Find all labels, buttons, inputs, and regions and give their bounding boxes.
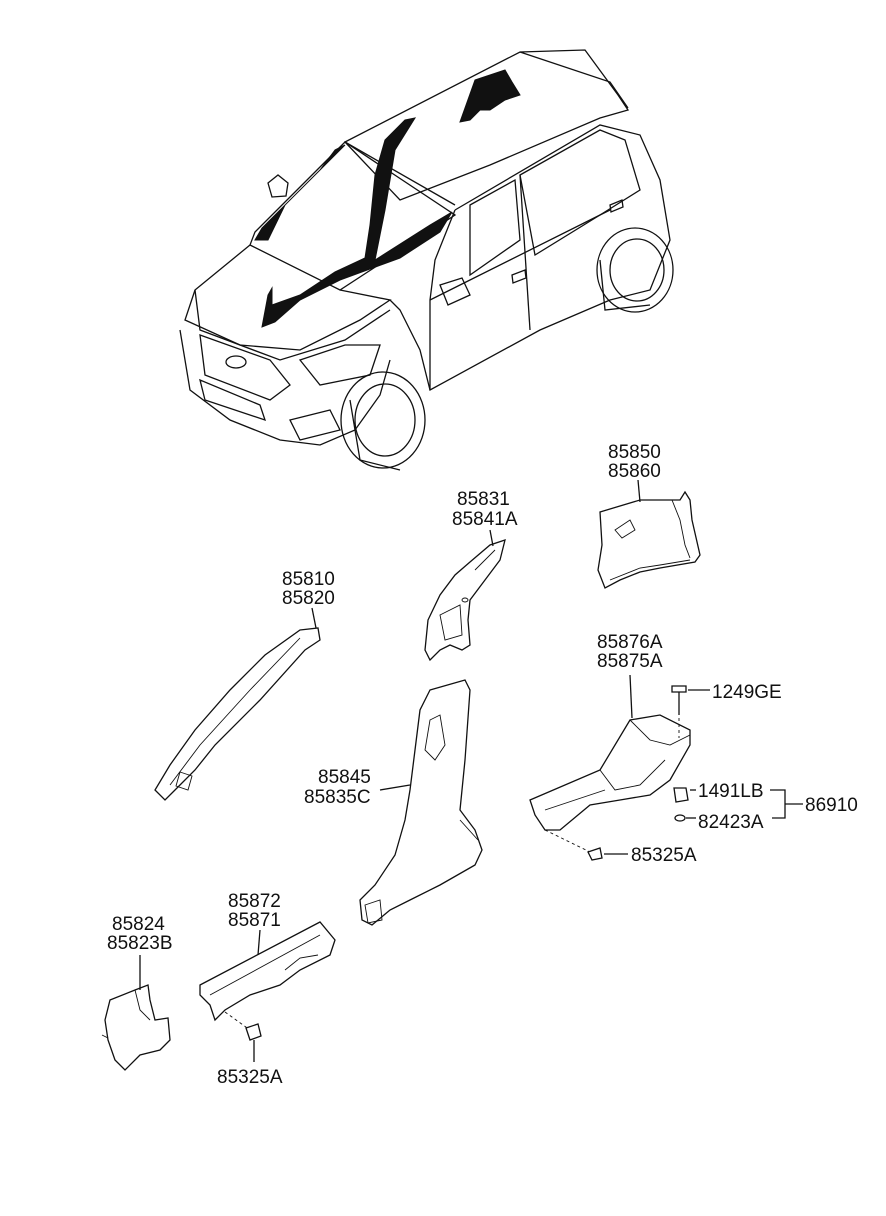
part-85824 [101, 955, 171, 1071]
label-85810: 85810 [282, 569, 335, 590]
label-85835C: 85835C [304, 787, 371, 808]
clip-85325A-right [587, 847, 628, 861]
label-85872: 85872 [228, 891, 281, 912]
part-85872 [199, 921, 336, 1031]
label-85860: 85860 [608, 461, 661, 482]
car-illustration [179, 49, 674, 471]
label-1491LB: 1491LB [698, 781, 764, 802]
label-85325A-left: 85325A [217, 1067, 283, 1088]
label-85845: 85845 [318, 767, 371, 788]
part-85845 [359, 679, 483, 926]
part-labels: 85850 85860 85831 85841A 85810 85820 858… [107, 442, 858, 1088]
label-86910: 86910 [805, 795, 858, 816]
label-85850: 85850 [608, 442, 661, 463]
clip-1491LB [673, 787, 696, 803]
screw-1249GE [671, 685, 710, 738]
label-85325A-right: 85325A [631, 845, 697, 866]
part-85831 [424, 529, 506, 662]
clip-85325A-left [245, 1023, 262, 1062]
part-85810 [154, 607, 321, 801]
label-1249GE: 1249GE [712, 682, 782, 703]
label-85823B: 85823B [107, 933, 173, 954]
label-85841A: 85841A [452, 509, 518, 530]
label-85875A: 85875A [597, 651, 663, 672]
bracket-86910 [770, 789, 786, 819]
label-85831: 85831 [457, 489, 510, 510]
part-85850 [597, 479, 701, 589]
nut-82423A [674, 814, 696, 822]
label-85871: 85871 [228, 910, 281, 931]
part-85876A [529, 674, 691, 853]
label-82423A: 82423A [698, 812, 764, 833]
label-85876A: 85876A [597, 632, 663, 653]
label-85824: 85824 [112, 914, 165, 935]
label-85820: 85820 [282, 588, 335, 609]
